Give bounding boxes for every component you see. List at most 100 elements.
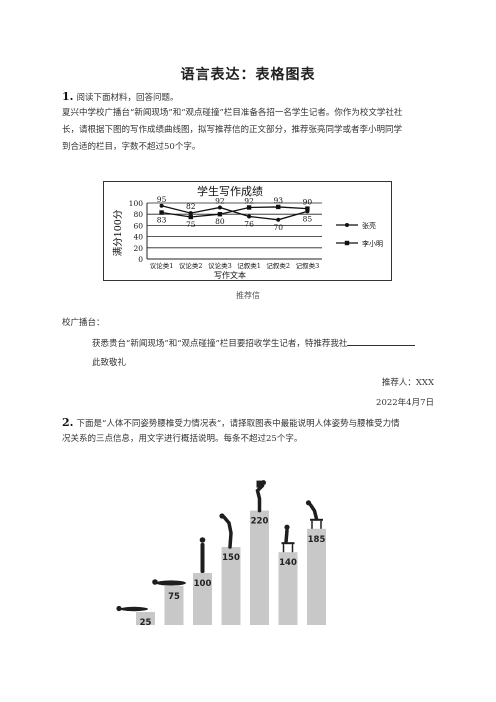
data-point: [305, 206, 310, 211]
bent-head: [219, 513, 225, 519]
data-point: [276, 204, 281, 210]
stool-seat: [281, 542, 295, 545]
legend-marker: [344, 240, 350, 246]
legend-label: 张亮: [362, 221, 376, 230]
data-point: [276, 217, 281, 222]
bar-value-label: 220: [251, 517, 269, 527]
data-label: 93: [273, 196, 283, 205]
y-tick-label: 60: [133, 221, 143, 230]
data-label: 95: [157, 195, 167, 204]
posture-chart: 25 75 100 150 220 140 185: [100, 460, 380, 630]
data-label: 80: [215, 217, 225, 226]
data-label: 92: [244, 196, 254, 205]
chart-xlabel: 写作文本: [214, 270, 246, 280]
lying-body: [156, 580, 186, 586]
data-label: 83: [157, 216, 167, 225]
letter-caption: 推荐信: [236, 291, 260, 300]
y-tick-label: 20: [133, 244, 143, 253]
question-1-line-2: 长，请根据下图的写作成绩曲线图，拟写推荐信的正文部分，推荐张亮同学或者李小明同学: [62, 125, 403, 135]
data-point: [247, 214, 252, 219]
question-2-line-2: 况关系的三点信息，用文字进行概括说明。每条不超过25个字。: [62, 434, 303, 444]
letter-recommender: 推荐人：XXX: [234, 375, 434, 392]
data-point: [246, 205, 252, 210]
bar-value-label: 140: [279, 558, 297, 568]
x-tick-label: 议论类1: [150, 261, 174, 270]
posture-bar: [221, 547, 241, 625]
posture-bar: [307, 528, 326, 625]
letter-body: 获悉贵台“新闻现场”和“观点碰撞”栏目要招收学生记者，特推荐我社: [92, 336, 416, 353]
sitting-head: [284, 524, 290, 530]
series-line-2: [161, 206, 308, 218]
data-point: [188, 214, 193, 220]
bar-value-label: 25: [140, 618, 152, 628]
data-label: 76: [244, 219, 254, 228]
question-1-line-1: 夏兴中学校广播台“新闻现场”和“观点碰撞”栏目准备各招一名学生记者。你作为校文学…: [62, 108, 403, 118]
y-tick-label: 100: [129, 199, 144, 208]
question-1-instruction: 1.阅读下面材料，回答问题。: [62, 88, 179, 107]
posture-chart-svg: 25 75 100 150 220 140 185: [116, 480, 326, 628]
posture-figure-sitting: [281, 524, 295, 553]
data-point: [217, 205, 222, 210]
question-2-number: 2.: [62, 416, 74, 429]
y-tick-label: 80: [133, 210, 143, 219]
x-tick-label: 记叙类1: [237, 261, 261, 270]
recommender-name: XXX: [415, 378, 434, 388]
legend-marker: [345, 223, 349, 227]
posture-bars: 25 75 100 150 220 140 185: [136, 510, 326, 628]
bar-value-label: 185: [308, 535, 326, 545]
x-tick-label: 议论类2: [179, 261, 203, 270]
lying-head: [152, 579, 158, 585]
question-1-line-3: 到合适的栏目，字数不超过50个字。: [62, 142, 201, 152]
data-label: 85: [303, 214, 313, 223]
posture-figure-standing-bent-weight: [255, 480, 266, 513]
x-tick-label: 记叙类3: [296, 261, 320, 270]
page-title: 语言表达：表格图表: [180, 67, 316, 83]
posture-bar: [136, 612, 155, 625]
recommender-label: 推荐人：: [381, 378, 416, 388]
data-label: 75: [186, 220, 196, 229]
bar-value-label: 150: [222, 553, 240, 563]
standing-body: [200, 543, 205, 573]
posture-bar: [250, 510, 269, 625]
writing-score-chart: 学生写作成绩 满分100分 写作文本 0 20 40 60 80 100 议论类1 议论类2…: [103, 181, 392, 281]
data-label: 90: [303, 198, 313, 207]
sitting-body: [284, 528, 289, 544]
standing-head: [199, 537, 206, 543]
line-chart-svg: 学生写作成绩 满分100分 写作文本 0 20 40 60 80 100 议论类1 议论类2…: [113, 184, 383, 280]
bent-body: [255, 483, 265, 513]
x-tick-label: 记叙类2: [266, 261, 290, 270]
lying-head: [116, 605, 122, 612]
y-tick-label: 40: [133, 233, 143, 242]
question-2-line-1: 2.下面是“人体不同姿势腰椎受力情况表”，请择取图表中最能说明人体姿势与腰椎受力…: [62, 414, 400, 433]
letter-salutation: 校广播台：: [62, 318, 105, 328]
posture-figure-lying-side: [152, 579, 186, 586]
chart-x-ticks: 议论类1 议论类2 议论类3 记叙类1 记叙类2 记叙类3: [150, 261, 319, 270]
posture-figures: [116, 480, 323, 612]
letter-blank-line: [347, 336, 416, 346]
chart-y-ticks: 0 20 40 60 80 100: [129, 199, 144, 264]
data-label: 92: [215, 196, 225, 205]
posture-bar: [193, 573, 212, 625]
data-label: 82: [186, 202, 196, 211]
bar-value-label: 75: [168, 592, 180, 602]
chart-title: 学生写作成绩: [197, 184, 263, 198]
chart-ylabel: 满分100分: [113, 209, 124, 256]
sitting-bent-body: [308, 503, 319, 521]
x-tick-label: 议论类3: [208, 261, 232, 270]
data-point: [159, 210, 164, 215]
y-tick-label: 0: [138, 255, 143, 264]
legend-label: 李小明: [362, 239, 383, 248]
chart-series: 95 82 92 76 70 85 83 75 80 92 93 90: [157, 195, 313, 232]
lying-body: [120, 606, 148, 612]
bar-value-label: 100: [194, 579, 212, 589]
data-point: [217, 212, 223, 217]
letter-closing: 此致敬礼: [92, 358, 127, 368]
posture-bar: [278, 552, 298, 625]
posture-figure-standing-bent: [219, 513, 233, 549]
bent-body: [222, 515, 233, 549]
letter-date: 2022年4月7日: [376, 398, 434, 408]
data-point: [159, 203, 164, 208]
posture-bar: [164, 586, 184, 625]
data-label: 70: [273, 223, 283, 232]
